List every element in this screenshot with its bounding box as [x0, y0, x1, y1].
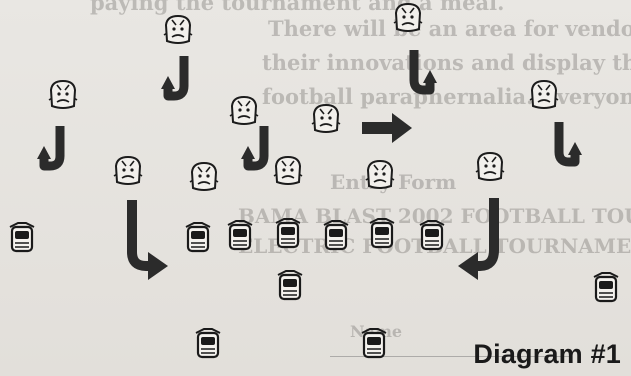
route-arrow-sweep-left — [458, 198, 499, 280]
offense-player — [592, 271, 620, 303]
defender-player — [529, 80, 559, 109]
article-line: their innovations and display their elec… — [262, 50, 631, 75]
route-arrow-right — [362, 113, 412, 143]
defender-player — [475, 152, 505, 181]
form-rule-line — [330, 356, 570, 357]
offense-player — [184, 221, 212, 253]
route-arrow-sweep-right — [127, 200, 168, 280]
offense-player — [360, 327, 388, 359]
defender-player — [189, 162, 219, 191]
defender-player — [113, 156, 143, 185]
defender-player — [273, 156, 303, 185]
offense-player — [368, 217, 396, 249]
defender-player — [365, 160, 395, 189]
article-line: There will be an area for vendors to sel… — [268, 16, 631, 41]
diagram-caption: Diagram #1 — [473, 339, 621, 369]
route-arrow-down-left — [37, 126, 60, 166]
offense-player — [274, 217, 302, 249]
offense-player — [322, 219, 350, 251]
defender-player — [229, 96, 259, 125]
defender-player — [48, 80, 78, 109]
route-arrow-down-right — [559, 122, 582, 162]
defender-player — [393, 3, 423, 32]
defender-player — [163, 15, 193, 44]
route-arrow-curl — [241, 126, 264, 166]
offense-player — [8, 221, 36, 253]
offense-player — [276, 269, 304, 301]
offense-player — [418, 219, 446, 251]
article-line: Entry Form — [330, 170, 457, 194]
offense-player — [226, 219, 254, 251]
route-arrow-down-right — [414, 50, 437, 90]
route-arrow-down-left — [161, 56, 184, 96]
offense-player — [194, 327, 222, 359]
defender-player — [311, 104, 341, 133]
